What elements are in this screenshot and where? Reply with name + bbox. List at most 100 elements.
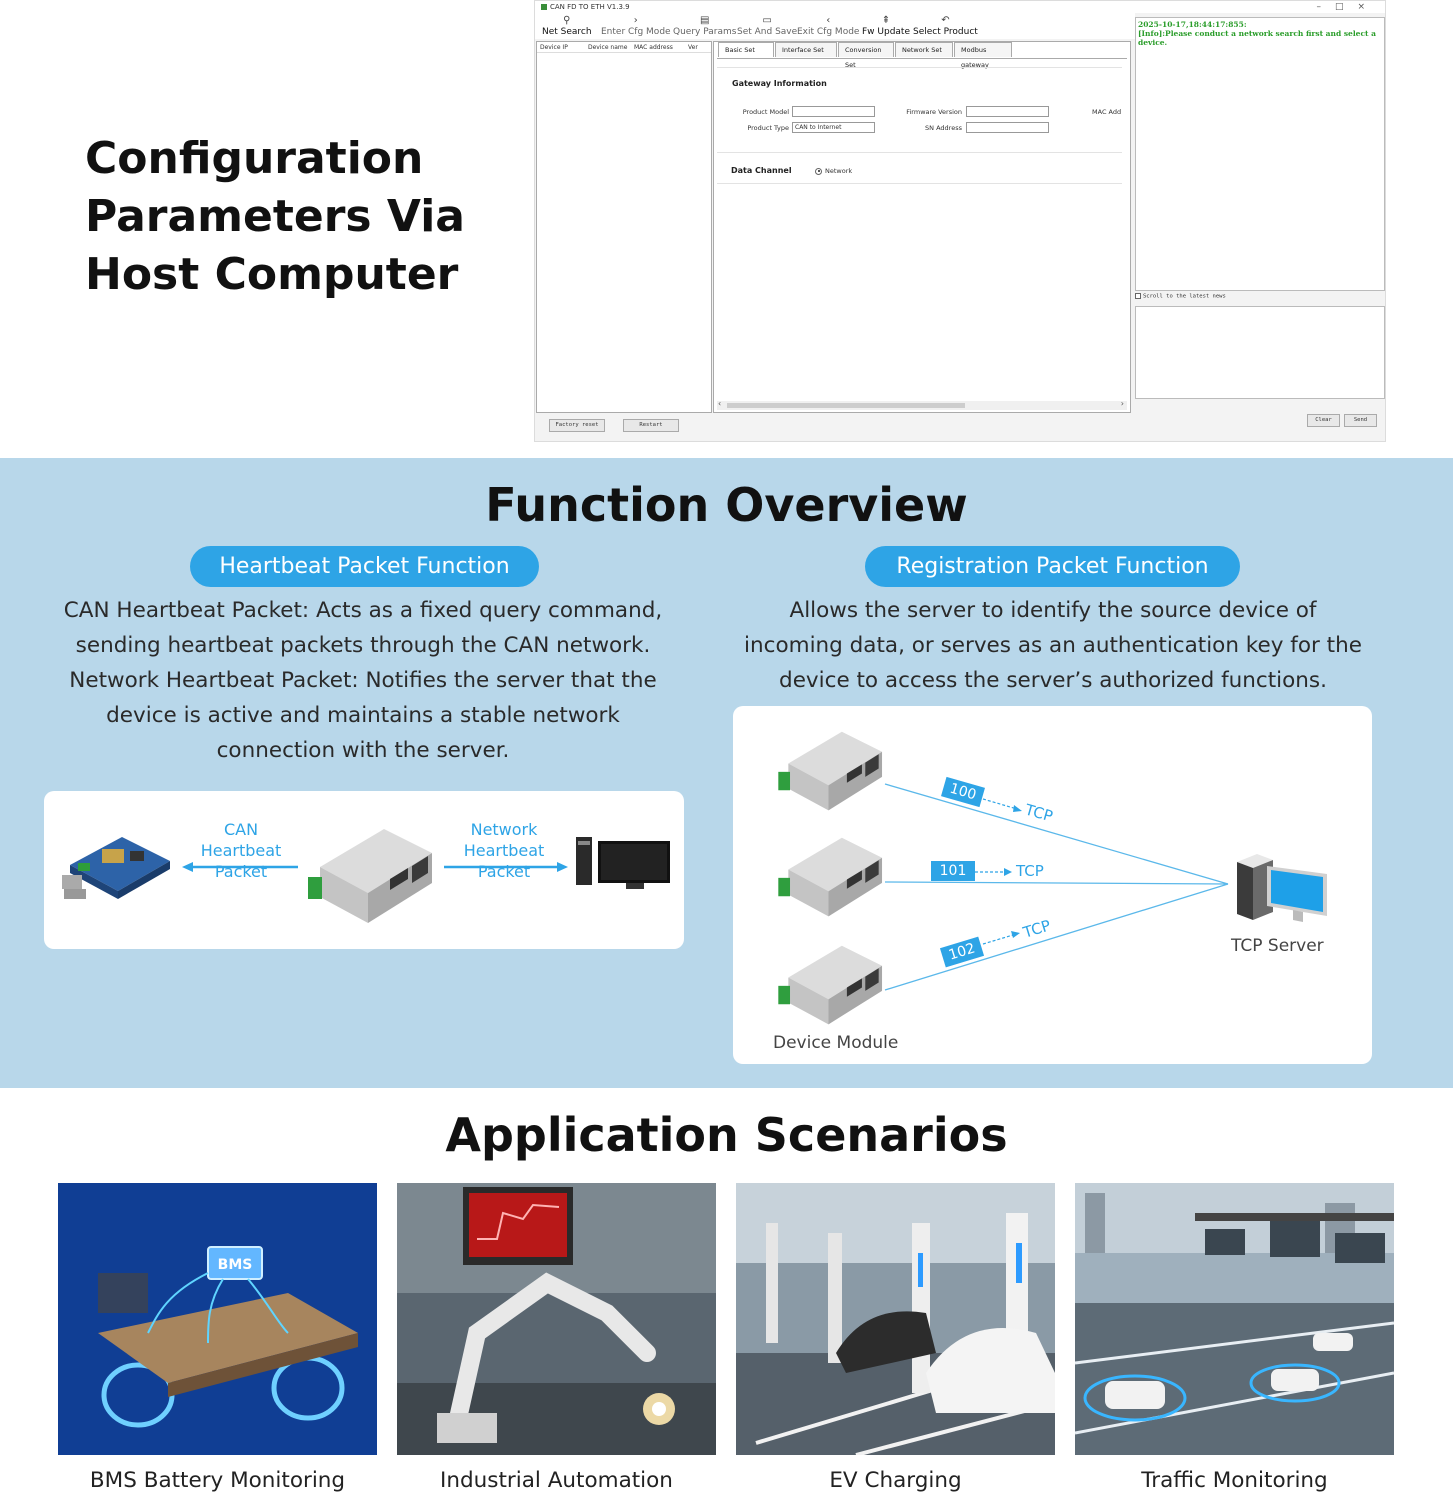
data-channel-title: Data Channel (731, 166, 792, 175)
app-icon (541, 4, 547, 10)
device-module-icon (778, 945, 883, 1025)
log-timestamp: 2025-10-17,18:44:17:855: (1138, 20, 1247, 29)
tcp-server-icon (1237, 854, 1327, 922)
tab-modbus-gateway[interactable]: Modbus gateway (954, 42, 1012, 69)
upload-icon: ⇞ (881, 15, 891, 26)
scene-image-industrial (397, 1183, 716, 1455)
heartbeat-pill: Heartbeat Packet Function (190, 546, 539, 587)
scene-caption-industrial: Industrial Automation (440, 1468, 673, 1493)
app-titlebar: CAN FD TO ETH V1.3.9 –□× (535, 1, 1385, 13)
scene-caption-ev: EV Charging (829, 1468, 962, 1493)
device-list-header: Device IP Device name MAC address Ver (537, 42, 711, 53)
right-arrow-icon (444, 862, 568, 872)
search-icon: ⚲ (563, 15, 571, 26)
product-model-label: Product Model (742, 108, 789, 116)
device-module-icon (778, 837, 883, 917)
tcp-server-label: TCP Server (1231, 936, 1324, 956)
network-radio[interactable]: Network (815, 167, 852, 175)
scene-caption-traffic: Traffic Monitoring (1141, 1468, 1328, 1493)
section-title-function: Function Overview (485, 478, 968, 532)
product-type-field[interactable]: CAN to Internet (792, 122, 875, 133)
product-model-field[interactable] (792, 106, 875, 117)
section-title-config: Configuration Parameters Via Host Comput… (85, 133, 465, 300)
send-button[interactable]: Send (1344, 414, 1377, 427)
settings-panel: Basic Set Interface Set Conversion Set N… (713, 41, 1131, 413)
log-output[interactable]: 2025-10-17,18:44:17:855: [Info]:Please c… (1135, 17, 1385, 291)
fw-update-button[interactable]: ⇞Fw Update (862, 15, 910, 37)
undo-icon: ↶ (941, 15, 950, 26)
scroll-right-icon[interactable]: › (1120, 399, 1124, 408)
col-version[interactable]: Ver (688, 44, 698, 51)
close-icon[interactable]: × (1357, 2, 1379, 12)
tab-network-set[interactable]: Network Set (895, 42, 953, 57)
traffic-monitoring-image (1075, 1183, 1394, 1455)
col-device-ip[interactable]: Device IP (540, 44, 568, 51)
select-product-button[interactable]: ↶Select Product (913, 15, 978, 37)
tcp-label: TCP (1016, 862, 1044, 880)
chevron-right-icon: › (633, 15, 638, 26)
col-mac-address[interactable]: MAC address (634, 44, 673, 51)
clear-button[interactable]: Clear (1307, 414, 1340, 427)
scroll-latest-checkbox[interactable]: Scroll to the latest news (1135, 293, 1226, 300)
maximize-icon[interactable]: □ (1334, 2, 1358, 12)
sn-address-label: SN Address (925, 124, 962, 132)
tab-basic-set[interactable]: Basic Set (718, 42, 774, 57)
settings-tabs: Basic Set Interface Set Conversion Set N… (718, 42, 1013, 69)
connection-lines (884, 783, 1229, 991)
scroll-left-icon[interactable]: ‹ (718, 399, 722, 408)
horizontal-scrollbar[interactable]: ‹ › (717, 399, 1127, 410)
restart-button[interactable]: Restart (623, 419, 679, 432)
tab-interface-set[interactable]: Interface Set (775, 42, 837, 57)
radio-selected-icon (815, 167, 822, 175)
can-board-icon (62, 837, 170, 899)
send-input[interactable] (1135, 306, 1385, 399)
window-controls: –□× (1316, 1, 1379, 13)
device-list-table[interactable]: Device IP Device name MAC address Ver (536, 41, 712, 413)
left-arrow-icon (182, 862, 298, 872)
factory-reset-button[interactable]: Factory reset (549, 419, 605, 432)
net-search-button[interactable]: ⚲Net Search (542, 15, 592, 37)
save-icon: ▭ (762, 15, 772, 26)
query-params-button[interactable]: ▤Query Params (673, 15, 737, 37)
scene-image-ev (736, 1183, 1055, 1455)
tab-conversion-set[interactable]: Conversion Set (838, 42, 894, 69)
exit-cfg-mode-button[interactable]: ‹Exit Cfg Mode (797, 15, 860, 37)
ev-charging-image (736, 1183, 1055, 1455)
scene-image-bms: BMS (58, 1183, 377, 1455)
query-icon: ▤ (699, 15, 710, 26)
divider (717, 183, 1122, 184)
sn-address-field[interactable] (966, 122, 1049, 133)
window-title: CAN FD TO ETH V1.3.9 (550, 3, 630, 11)
enter-cfg-mode-button[interactable]: ›Enter Cfg Mode (601, 15, 671, 37)
gateway-info-title: Gateway Information (732, 79, 827, 88)
firmware-version-label: Firmware Version (906, 108, 962, 116)
chevron-left-icon: ‹ (826, 15, 831, 26)
gateway-device-icon (308, 829, 432, 923)
product-type-label: Product Type (747, 124, 789, 132)
heartbeat-description: CAN Heartbeat Packet: Acts as a fixed qu… (63, 598, 663, 763)
function-overview-section: Function Overview Heartbeat Packet Funct… (0, 458, 1453, 1088)
device-module-label: Device Module (773, 1033, 899, 1053)
col-device-name[interactable]: Device name (588, 44, 628, 51)
heartbeat-diagram: CAN Heartbeat Packet Network Heartbeat P… (44, 791, 684, 949)
section-title-scenarios: Application Scenarios (445, 1108, 1008, 1162)
basic-set-content: Gateway Information Product Model Produc… (717, 58, 1127, 400)
mac-address-label: MAC Add (1092, 108, 1122, 116)
id-badge-101: 101 (931, 861, 975, 881)
bms-label: BMS (218, 1257, 253, 1273)
divider (717, 67, 1122, 68)
scrollbar-thumb[interactable] (727, 403, 965, 408)
minimize-icon[interactable]: – (1316, 2, 1335, 12)
registration-pill: Registration Packet Function (865, 546, 1240, 587)
checkbox-icon (1135, 293, 1141, 299)
divider (717, 152, 1122, 153)
computer-icon (576, 837, 670, 889)
set-and-save-button[interactable]: ▭Set And Save (737, 15, 798, 37)
app-toolbar: ⚲Net Search ›Enter Cfg Mode ▤Query Param… (535, 13, 1135, 39)
registration-description: Allows the server to identify the source… (744, 598, 1362, 693)
bms-battery-image: BMS (58, 1183, 377, 1455)
scene-image-traffic (1075, 1183, 1394, 1455)
registration-diagram: 100 101 102 TCP TCP TCP TCP Server Devic… (733, 706, 1372, 1064)
firmware-version-field[interactable] (966, 106, 1049, 117)
scene-caption-bms: BMS Battery Monitoring (89, 1468, 346, 1493)
